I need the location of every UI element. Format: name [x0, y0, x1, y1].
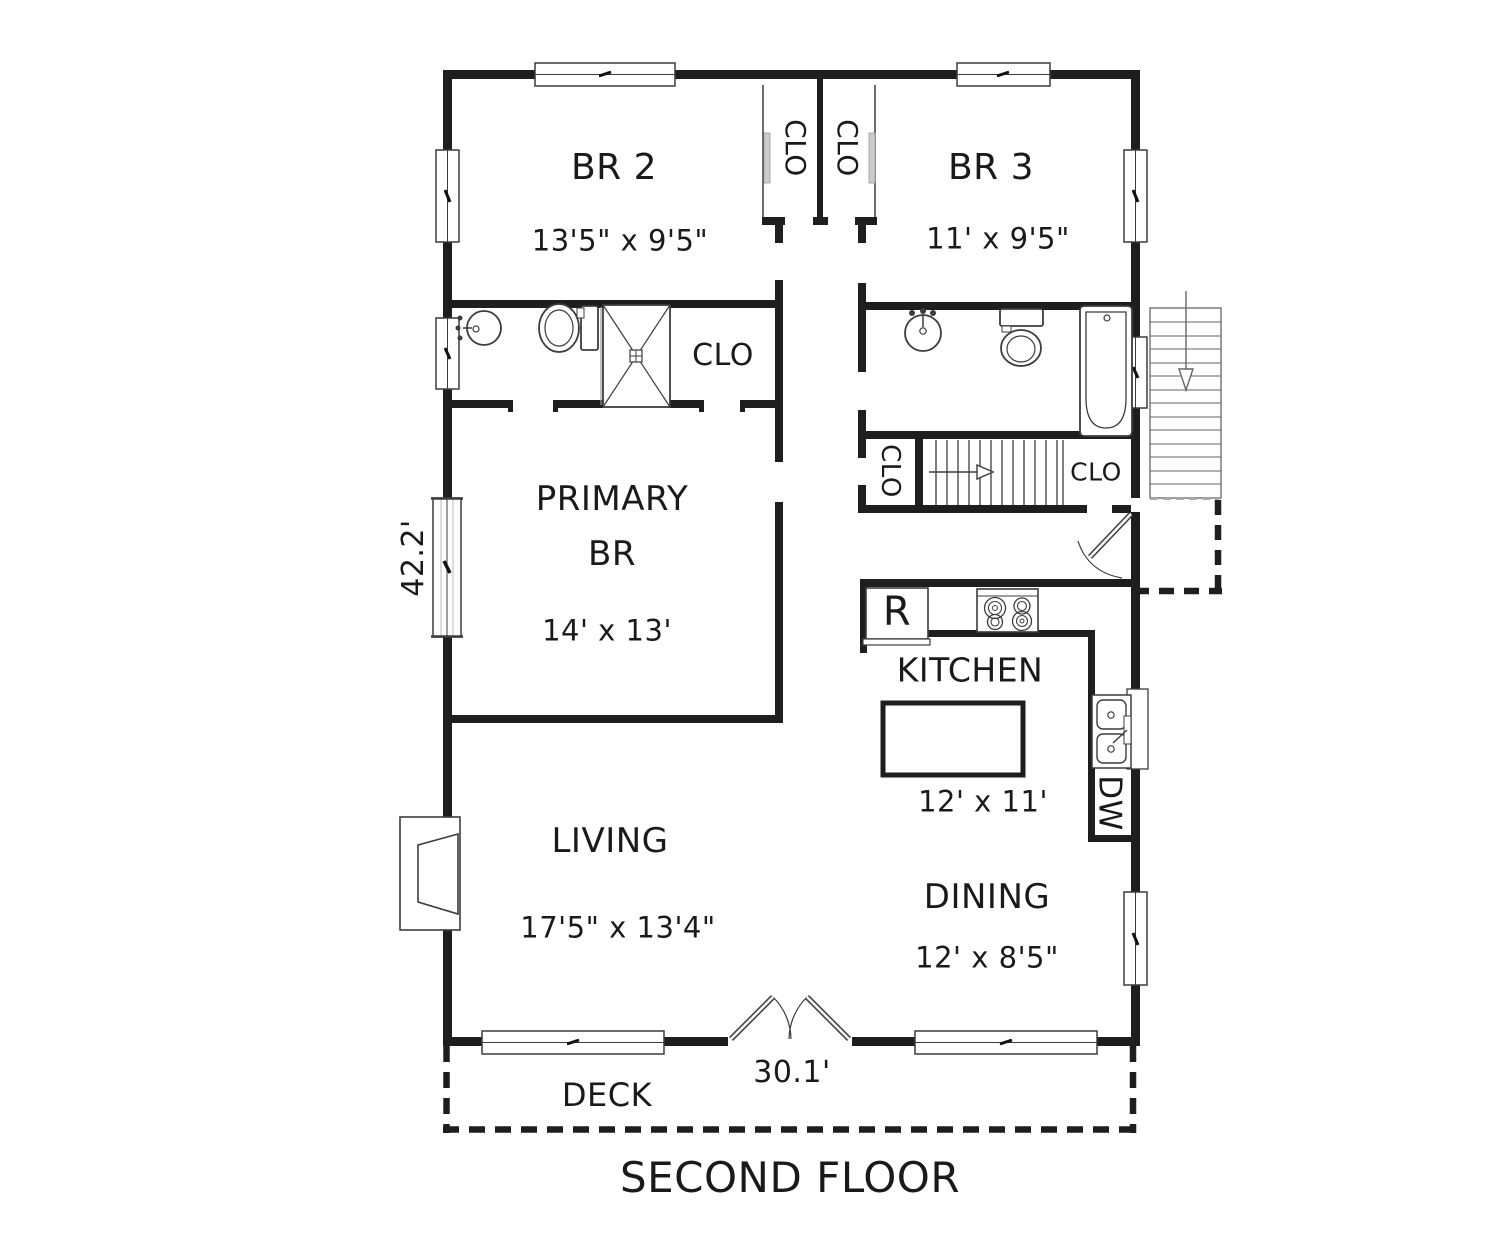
room-size-br2: 13'5" x 9'5" [531, 223, 709, 258]
closet-label-primary-bath: CLO [692, 338, 754, 373]
refrigerator-icon [862, 587, 931, 646]
interior-stairs [929, 440, 1064, 505]
window-dining-bottom [914, 1030, 1098, 1055]
window-br3-right [1123, 149, 1148, 243]
window-living-bottom [481, 1030, 665, 1055]
room-size-dining: 12' x 8'5" [915, 940, 1059, 975]
range-label: R [882, 589, 912, 635]
closet-label-top-right: CLO [831, 119, 864, 177]
sink-icon [455, 310, 502, 346]
toilet-icon [999, 308, 1044, 367]
hall-wall-upper [775, 280, 783, 462]
primary-bath-fixtures [455, 303, 671, 408]
page-title: SECOND FLOOR [619, 1153, 961, 1202]
kitchen-north-wall [860, 579, 1131, 587]
exterior-stairs [1149, 291, 1222, 499]
room-size-kitchen: 12' x 11' [918, 784, 1048, 819]
french-doors [729, 995, 851, 1041]
kitchen-counter-wall-top [928, 630, 1095, 637]
room-size-living: 17'5" x 13'4" [520, 910, 716, 945]
closet-label-top-left: CLO [779, 119, 812, 177]
room-label-dining: DINING [923, 877, 1051, 917]
main-bath-north-wall [866, 302, 1131, 310]
room-label-br2: BR 2 [570, 147, 658, 188]
wall-right-upper [1131, 70, 1140, 498]
door-jamb-stub [858, 217, 866, 243]
window-dining-right [1123, 891, 1148, 986]
stairs-up-arrow-icon [929, 463, 995, 481]
window-br2-top [534, 62, 676, 87]
stove-icon [976, 588, 1039, 633]
fireplace-icon [399, 816, 461, 931]
bathtub-icon [1079, 305, 1133, 437]
primary-bath-north-wall [452, 300, 775, 308]
toilet-icon [538, 303, 599, 353]
hall-wall-lower [775, 502, 783, 722]
interior-walls [452, 79, 1131, 842]
deck-label: DECK [561, 1076, 653, 1114]
wall-right-lower [1131, 512, 1140, 1046]
sink-icon [904, 308, 942, 352]
window-br3-top [956, 62, 1051, 87]
room-label-br3: BR 3 [947, 147, 1035, 188]
deck-outline [443, 1046, 1137, 1133]
window-primary-br-left [431, 497, 463, 638]
room-label-primary-line2: BR [588, 534, 636, 574]
kitchen-sink-icon [1091, 688, 1149, 770]
entry-door [1077, 512, 1133, 579]
stairs-down-arrow-icon [1178, 291, 1194, 393]
wall-top [443, 70, 1140, 79]
closet-label-stair-left: CLO [875, 444, 905, 498]
width-dimension-label: 30.1' [753, 1055, 831, 1090]
primary-br-south-wall [452, 715, 783, 723]
room-size-br3: 11' x 9'5" [926, 221, 1070, 256]
window-br2-left [435, 149, 460, 243]
room-label-living: LIVING [551, 821, 669, 861]
door-jamb-stub [775, 217, 783, 243]
main-bath-fixtures [904, 305, 1133, 437]
height-dimension-label: 42.2' [396, 519, 431, 597]
room-label-kitchen: KITCHEN [896, 650, 1044, 690]
closet-divider-wall [817, 79, 823, 222]
room-label-primary-line1: PRIMARY [535, 479, 689, 519]
stair-room-north-wall [858, 431, 1131, 439]
stair-landing-dashed [1134, 498, 1222, 595]
stair-west-wall [915, 439, 923, 513]
kitchen-island [880, 700, 1026, 778]
closet-details [762, 85, 876, 217]
closet-label-stair-right: CLO [1070, 457, 1122, 487]
dishwasher-label: DW [1091, 775, 1128, 831]
kitchen-fixtures [862, 587, 1149, 778]
window-primary-bath-left [435, 317, 460, 390]
shower-icon [600, 304, 671, 408]
room-size-primary: 14' x 13' [542, 613, 672, 648]
windows [431, 62, 1148, 1055]
